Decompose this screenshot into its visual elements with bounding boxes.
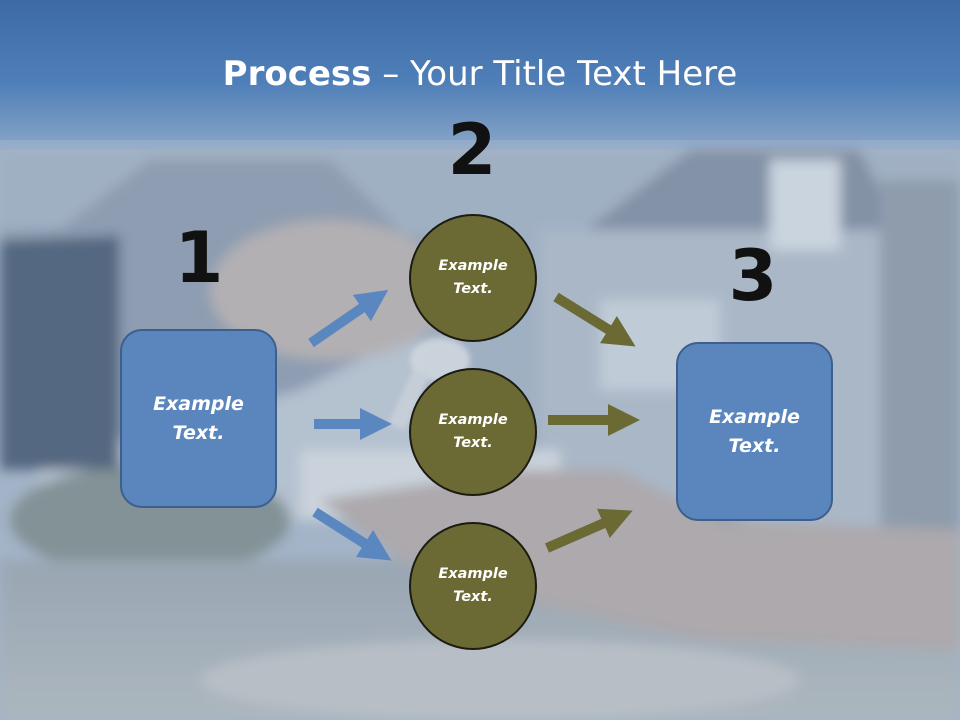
step-number-3: 3 (728, 235, 778, 317)
step-2-item-2-label: Example Text. (438, 412, 508, 451)
step-2-circle-middle: Example Text. (409, 368, 537, 496)
step-number-2: 2 (447, 109, 497, 191)
step-1-label: Example Text. (153, 392, 244, 444)
step-number-1: 1 (174, 217, 224, 299)
title-rest: Your Title Text Here (410, 54, 738, 94)
title-bold: Process (222, 54, 372, 94)
step-2-item-1-label: Example Text. (438, 258, 508, 297)
step-1-box: Example Text. (120, 329, 277, 508)
step-2-circle-bottom: Example Text. (409, 522, 537, 650)
arrow-box1-to-circle-top (308, 289, 389, 348)
arrow-circle-bottom-to-box3 (544, 508, 633, 553)
arrow-circle-top-to-box3 (553, 292, 636, 347)
slide-title: Process – Your Title Text Here (0, 52, 960, 96)
step-3-label: Example Text. (709, 405, 800, 457)
step-2-circle-top: Example Text. (409, 214, 537, 342)
arrow-box1-to-circle-bottom (312, 507, 392, 561)
step-2-item-3-label: Example Text. (438, 566, 508, 605)
title-separator: – (371, 54, 411, 94)
step-3-box: Example Text. (676, 342, 833, 521)
